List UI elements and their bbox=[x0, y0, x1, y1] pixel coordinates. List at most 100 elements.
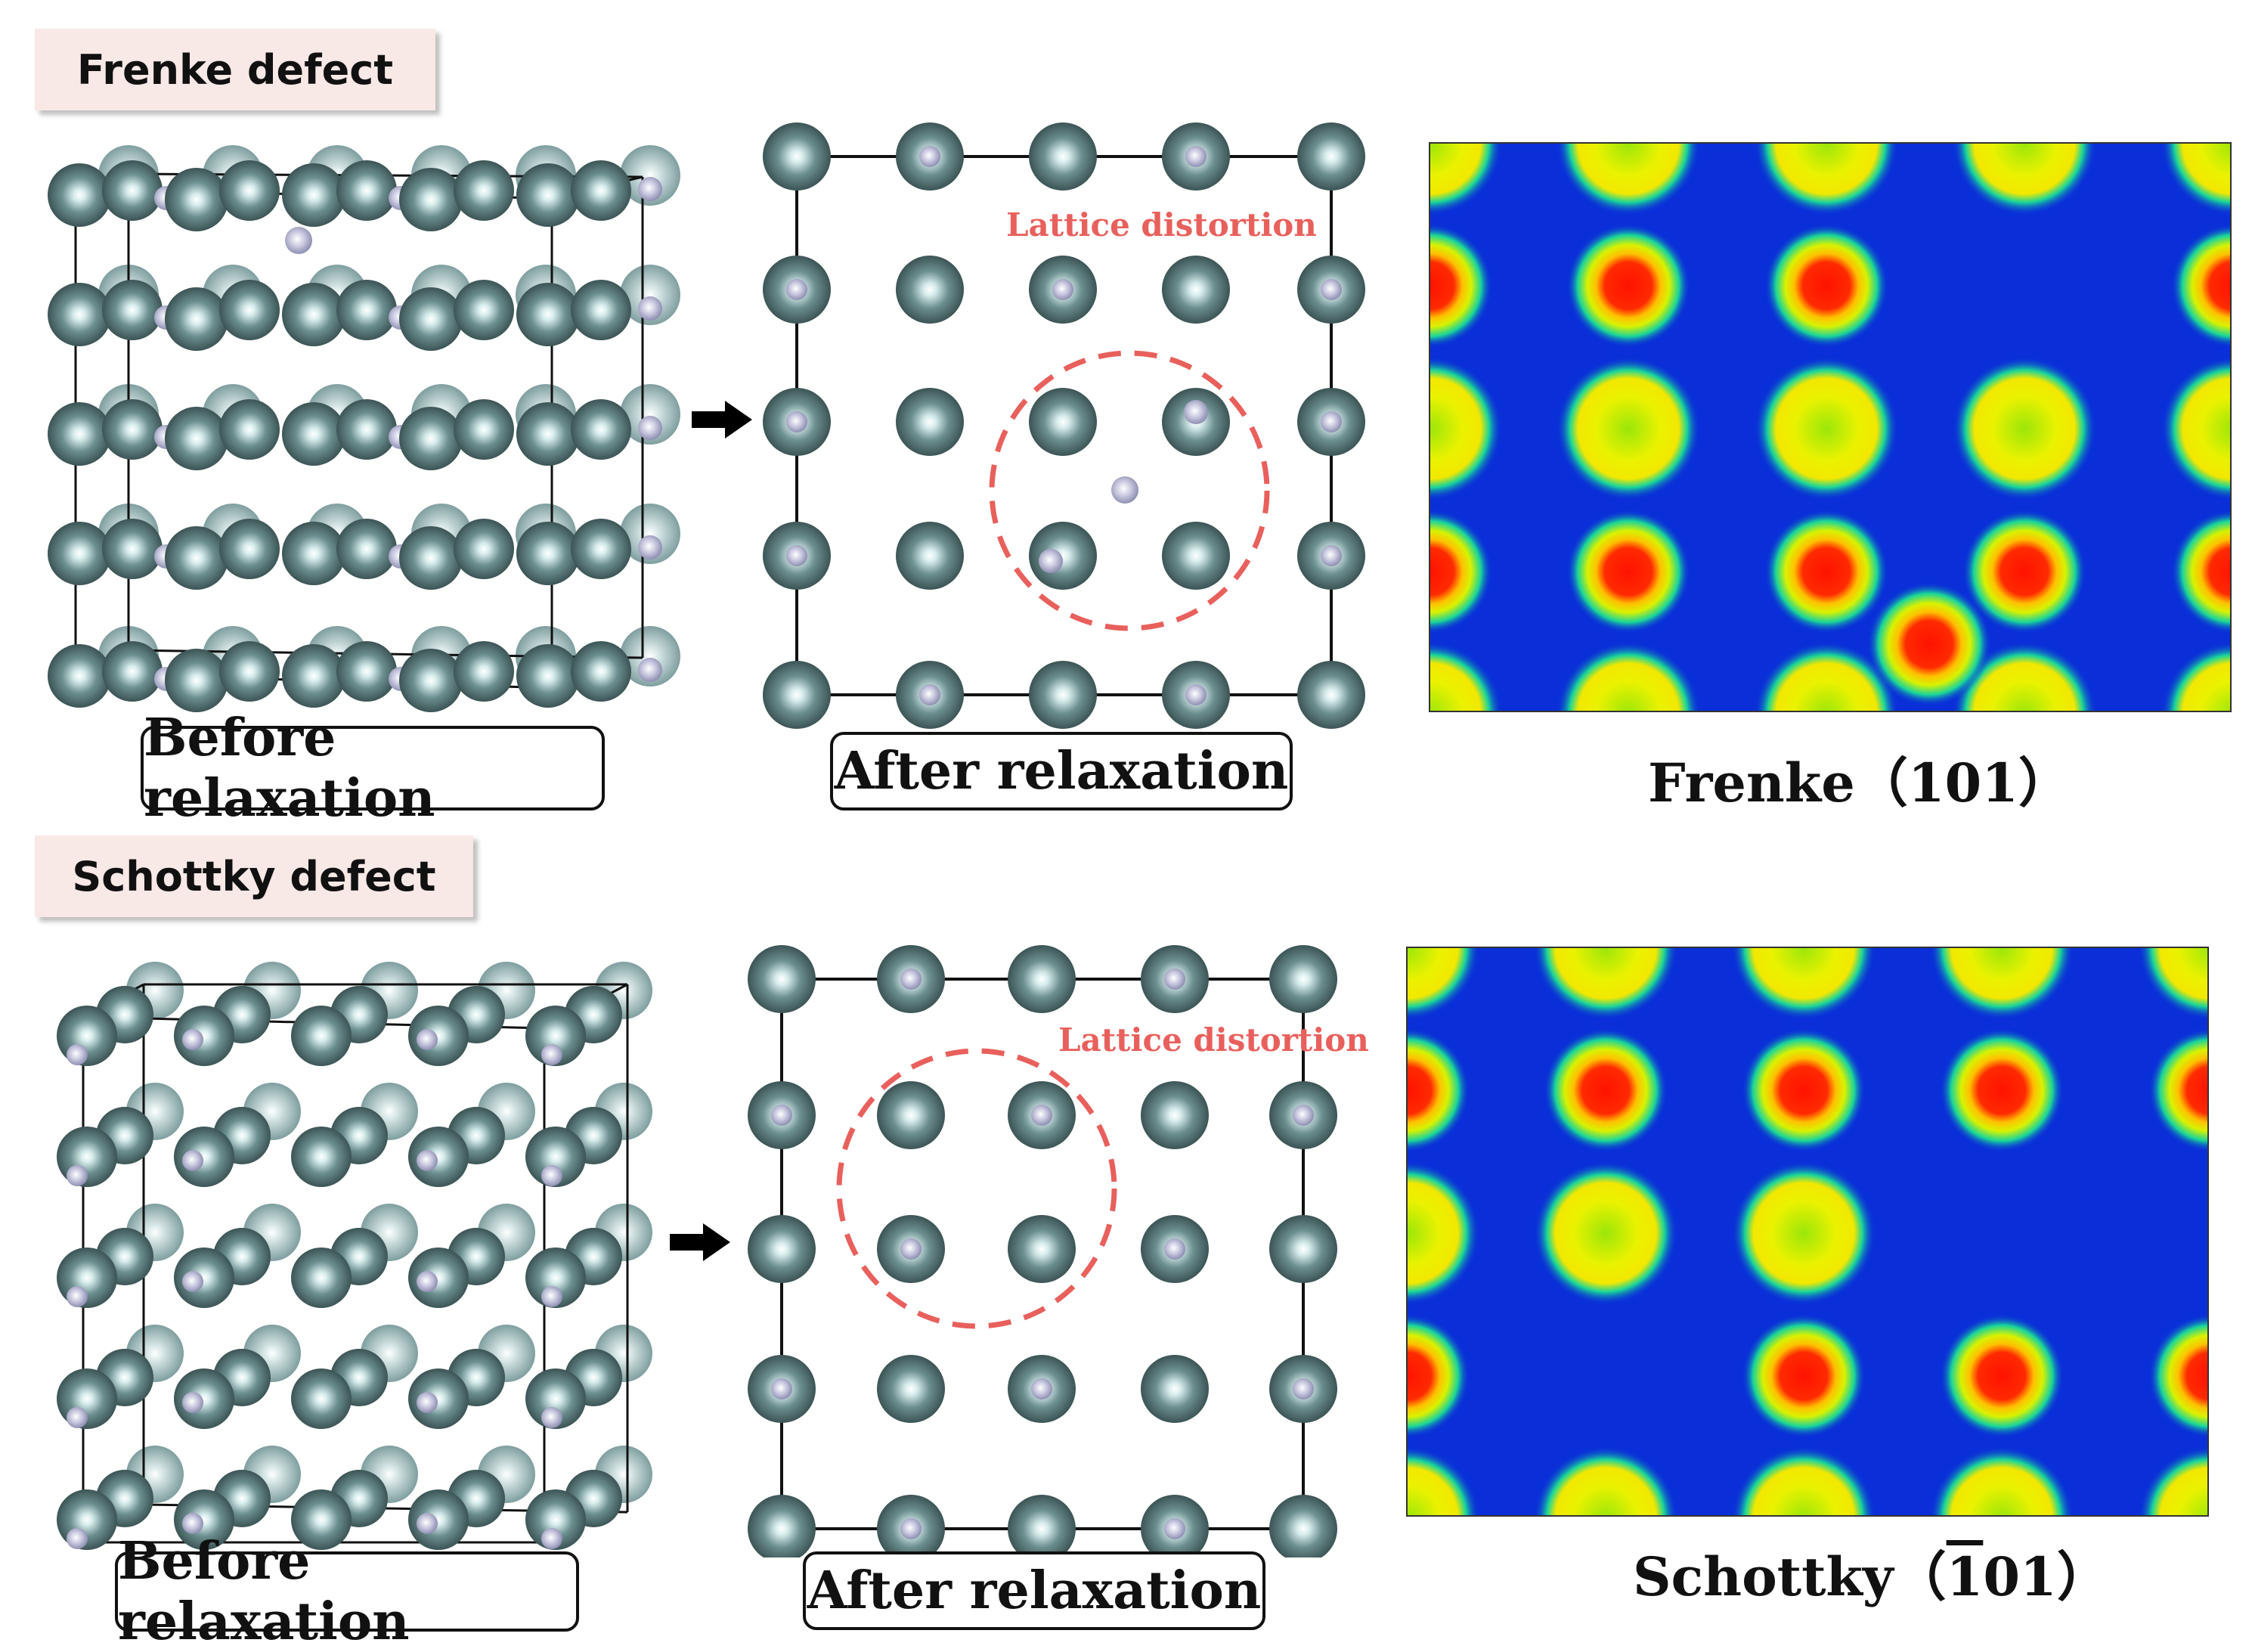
small-atom bbox=[1321, 411, 1342, 432]
large-atom bbox=[516, 283, 580, 346]
large-atom bbox=[336, 519, 397, 579]
large-atom bbox=[571, 160, 631, 221]
frenkel-before-caption: Before relaxation bbox=[141, 708, 605, 829]
density-peak-yellow bbox=[1534, 1161, 1677, 1305]
frenkel-before-structure bbox=[30, 129, 711, 718]
large-atom bbox=[282, 163, 345, 227]
schottky-tag-label: Schottky defect bbox=[72, 852, 436, 900]
large-atom bbox=[282, 283, 345, 346]
large-atom bbox=[571, 280, 631, 340]
density-peak-red bbox=[1940, 1028, 2064, 1152]
density-peak-yellow bbox=[1557, 642, 1700, 711]
large-atom bbox=[174, 1368, 234, 1429]
small-atom bbox=[900, 969, 922, 990]
small-atom bbox=[1185, 684, 1207, 705]
small-atom bbox=[1052, 279, 1073, 300]
large-atom bbox=[525, 1368, 586, 1429]
small-atom bbox=[771, 1378, 792, 1399]
density-peak-yellow bbox=[2139, 1446, 2207, 1515]
density-peak-red bbox=[2171, 224, 2230, 348]
schottky-after-caption: After relaxation bbox=[803, 1551, 1265, 1630]
large-atom bbox=[1269, 945, 1337, 1013]
frenkel-section-tag: Frenke defect bbox=[35, 29, 435, 110]
large-atom bbox=[571, 641, 631, 702]
small-atom bbox=[919, 684, 940, 705]
schottky-before-structure bbox=[30, 930, 695, 1550]
density-peak-red bbox=[1962, 510, 2086, 634]
large-atom bbox=[336, 641, 397, 702]
small-atom bbox=[1164, 1238, 1185, 1260]
large-atom bbox=[408, 1489, 469, 1550]
large-atom bbox=[102, 641, 163, 702]
small-atom bbox=[67, 1528, 88, 1549]
schottky-density-map bbox=[1406, 947, 2209, 1517]
small-atom bbox=[786, 545, 807, 566]
large-atom bbox=[165, 526, 228, 590]
density-peak-red bbox=[1742, 1028, 1866, 1152]
density-peak-yellow bbox=[1930, 948, 2074, 1020]
small-atom bbox=[417, 1392, 438, 1413]
density-peak-yellow bbox=[2161, 144, 2230, 215]
density-peak-yellow bbox=[1430, 357, 1502, 501]
large-atom bbox=[291, 1248, 352, 1308]
small-atom bbox=[541, 1165, 562, 1186]
small-atom bbox=[182, 1392, 203, 1413]
large-atom bbox=[896, 522, 964, 590]
schottky-distortion-label: Lattice distortion bbox=[1058, 1021, 1369, 1058]
small-atom bbox=[900, 1238, 922, 1260]
density-peak-yellow bbox=[1408, 948, 1479, 1020]
large-atom bbox=[102, 399, 163, 460]
small-atom bbox=[417, 1029, 438, 1050]
density-peak-yellow bbox=[1557, 144, 1700, 215]
large-atom bbox=[219, 519, 280, 579]
large-atom bbox=[454, 519, 514, 579]
density-peak-red bbox=[1430, 224, 1492, 348]
large-atom bbox=[877, 1081, 945, 1149]
large-atom bbox=[336, 280, 397, 340]
large-atom bbox=[1008, 1495, 1076, 1557]
large-atom bbox=[174, 1248, 234, 1308]
density-peak-yellow bbox=[2139, 948, 2207, 1020]
large-atom bbox=[571, 519, 631, 579]
large-atom bbox=[1269, 1495, 1337, 1557]
density-peak-yellow bbox=[1534, 948, 1677, 1020]
small-atom bbox=[1164, 969, 1185, 990]
large-atom bbox=[516, 522, 580, 585]
large-atom bbox=[1029, 522, 1097, 590]
large-atom bbox=[408, 1248, 469, 1308]
small-atom bbox=[786, 279, 807, 300]
small-atom bbox=[1185, 146, 1207, 167]
large-atom bbox=[1141, 1355, 1209, 1423]
small-atom bbox=[541, 1407, 562, 1428]
density-peak-yellow bbox=[1755, 642, 1898, 711]
density-peak-red bbox=[1867, 582, 1991, 706]
small-atom bbox=[1293, 1378, 1314, 1399]
small-atom bbox=[638, 416, 662, 440]
small-atom bbox=[541, 1044, 562, 1065]
small-atom bbox=[67, 1286, 88, 1307]
large-atom bbox=[291, 1489, 352, 1550]
large-atom bbox=[896, 256, 964, 324]
large-atom bbox=[399, 649, 463, 712]
small-atom bbox=[1031, 1105, 1052, 1126]
large-atom bbox=[336, 399, 397, 460]
large-atom bbox=[1029, 661, 1097, 729]
density-peak-yellow bbox=[1408, 1446, 1479, 1515]
large-atom bbox=[291, 1368, 352, 1429]
large-atom bbox=[516, 163, 580, 227]
large-atom bbox=[516, 402, 580, 466]
density-peak-red bbox=[1764, 224, 1888, 348]
large-atom bbox=[525, 1006, 586, 1066]
large-atom bbox=[748, 1215, 816, 1283]
frenkel-after-caption: After relaxation bbox=[830, 732, 1293, 811]
small-atom bbox=[771, 1105, 792, 1126]
large-atom bbox=[571, 399, 631, 460]
density-peak-yellow bbox=[1430, 642, 1502, 711]
density-peak-red bbox=[1566, 510, 1690, 634]
density-peak-red bbox=[1566, 224, 1690, 348]
density-peak-yellow bbox=[2161, 357, 2230, 501]
small-atom bbox=[67, 1165, 88, 1186]
large-atom bbox=[1269, 1215, 1337, 1283]
right-arrow-icon bbox=[670, 1223, 730, 1261]
density-peak-yellow bbox=[1755, 144, 1898, 215]
